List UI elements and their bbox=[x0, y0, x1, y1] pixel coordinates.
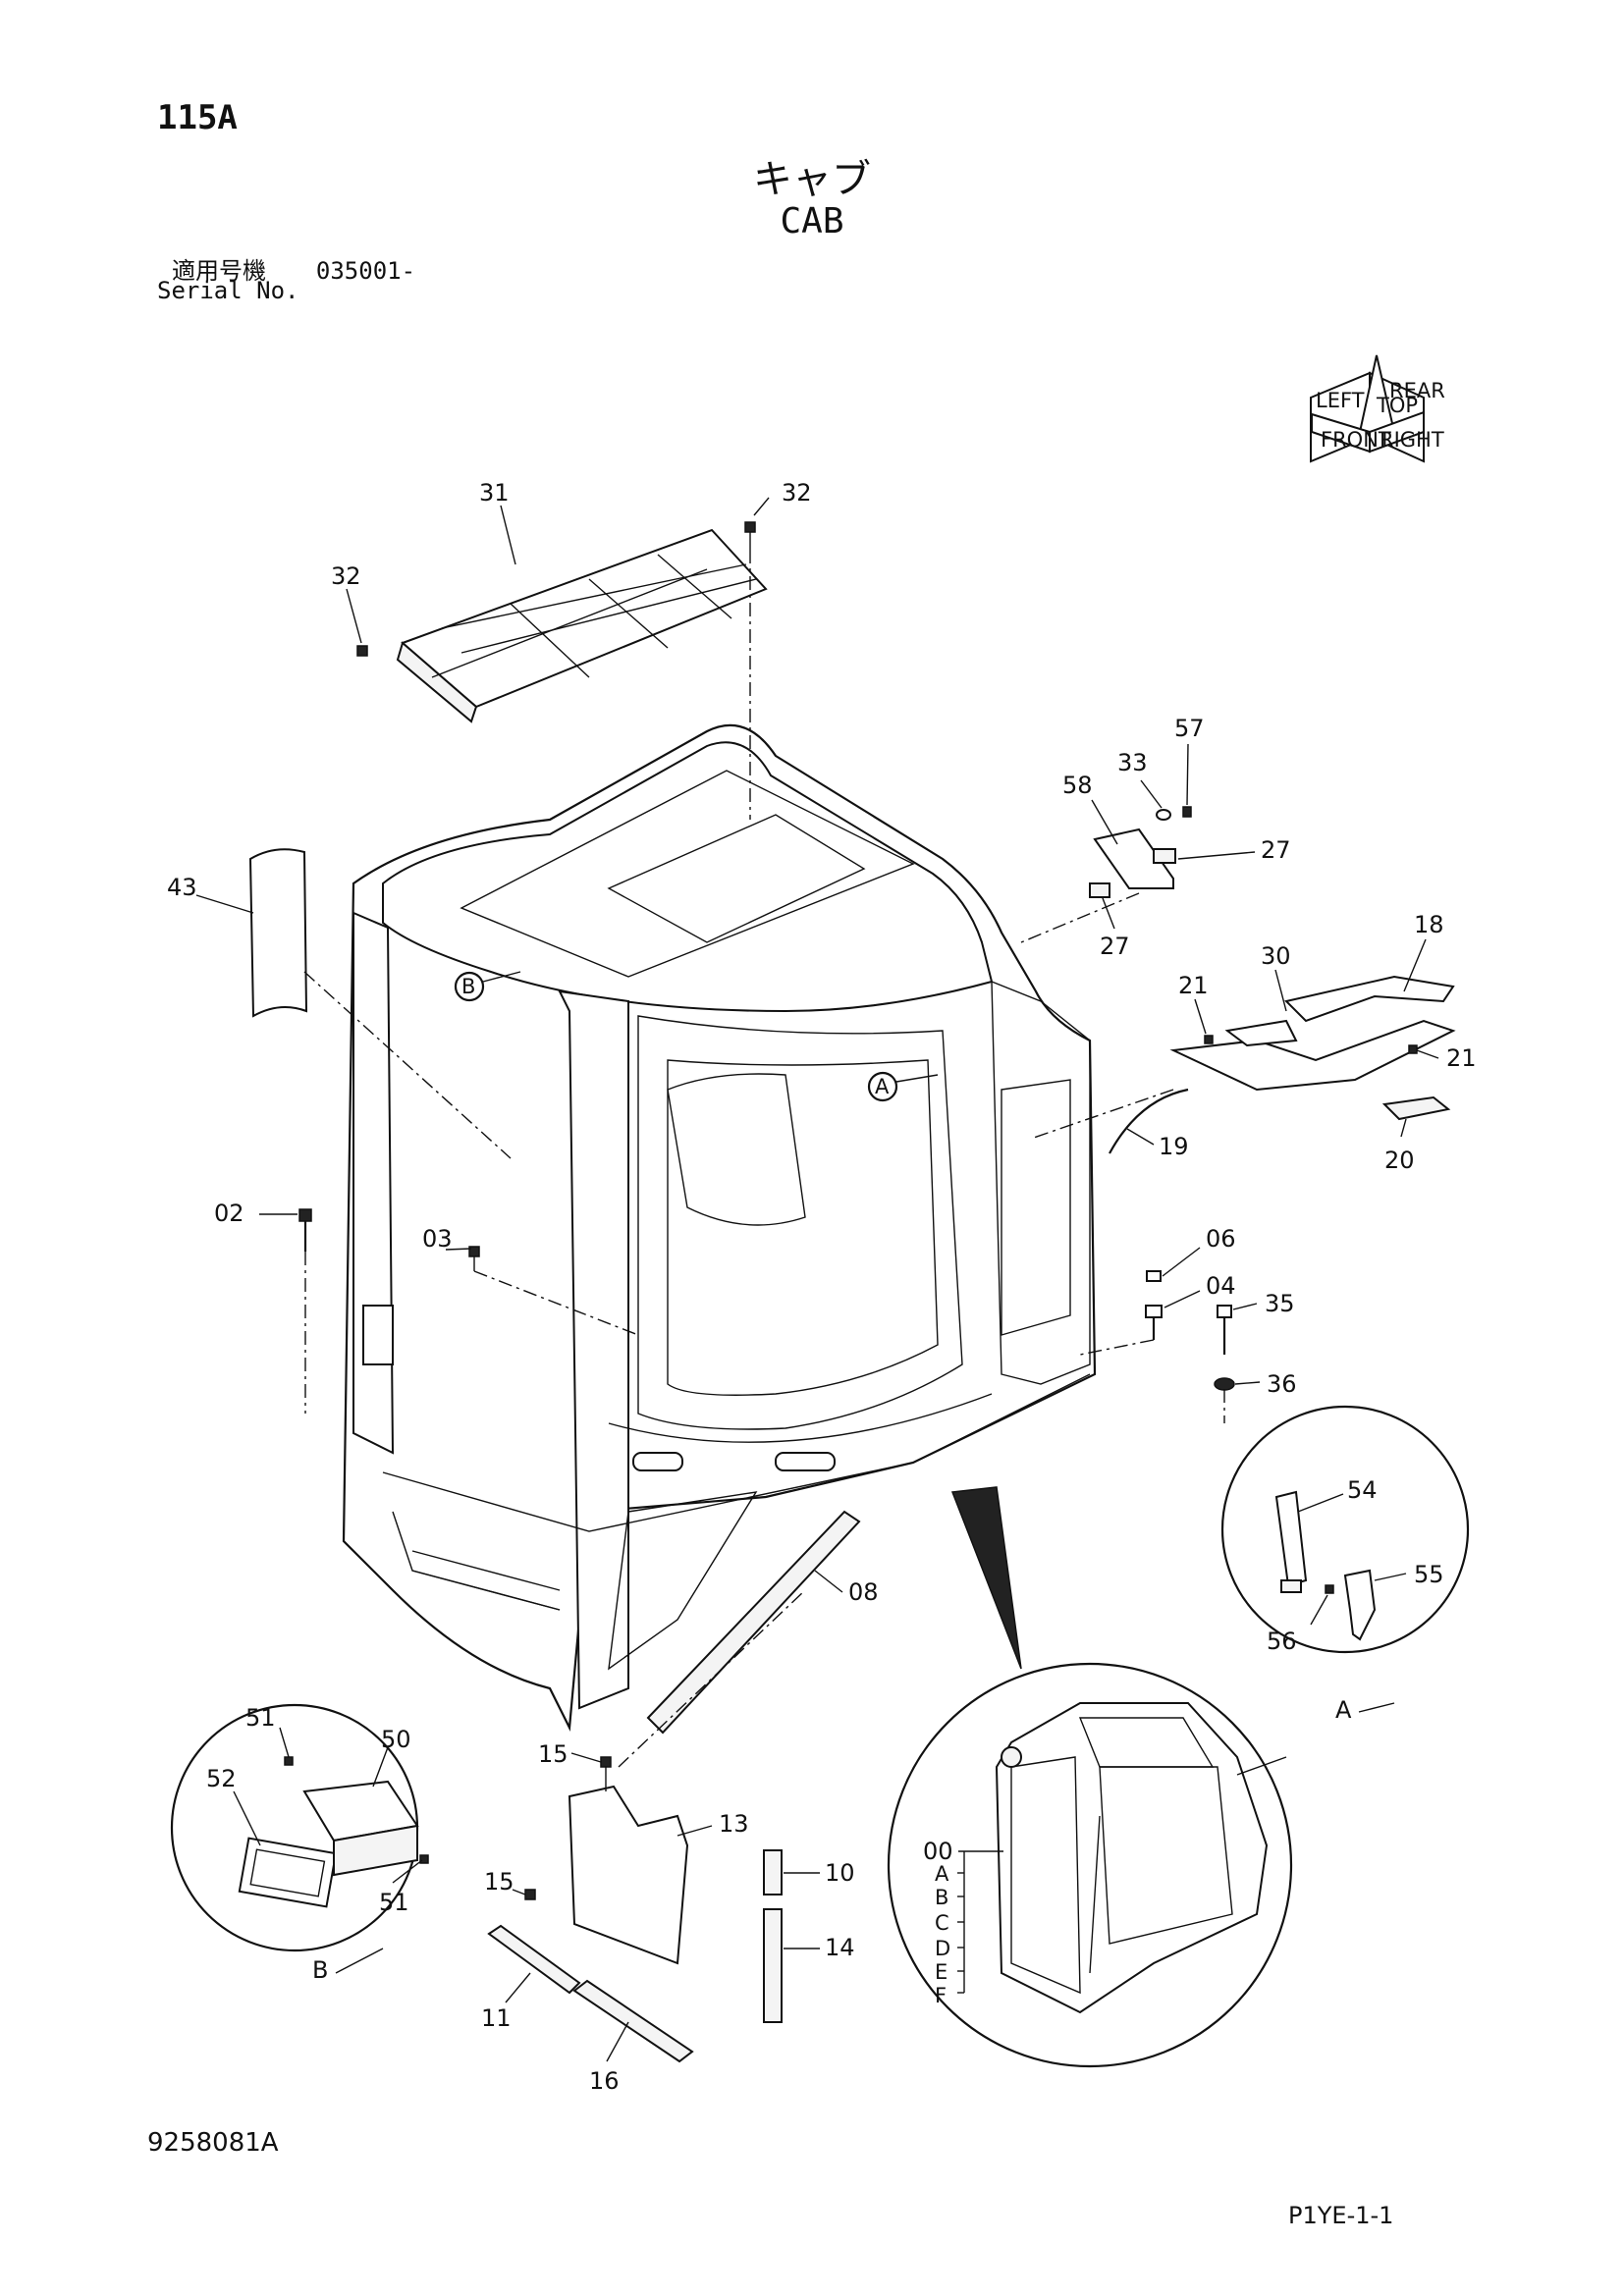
callout-13: 13 bbox=[719, 1810, 749, 1838]
callout-21-right: 21 bbox=[1446, 1044, 1477, 1072]
assembly-leader-lines bbox=[303, 550, 1225, 1768]
ref-marker-a-label: A bbox=[875, 1075, 890, 1098]
ref-marker-b-label: B bbox=[461, 975, 475, 998]
orientation-label-top: TOP bbox=[1376, 394, 1418, 417]
door-panel-13 bbox=[524, 1756, 689, 1965]
detail-view-b bbox=[170, 1703, 429, 1952]
orientation-label-left: LEFT bbox=[1316, 389, 1365, 412]
callout-32-left: 32 bbox=[331, 562, 361, 590]
callout-04: 04 bbox=[1206, 1272, 1236, 1300]
callout-55: 55 bbox=[1414, 1561, 1444, 1588]
callout-31: 31 bbox=[479, 479, 510, 507]
callout-00: 00 bbox=[923, 1838, 953, 1865]
page-title: CAB bbox=[780, 201, 844, 241]
callout-32-roof: 32 bbox=[782, 479, 812, 507]
detail-view-cab-assembly bbox=[887, 1662, 1293, 2068]
page-title-japanese: キャブ bbox=[753, 157, 871, 202]
callout-43: 43 bbox=[167, 874, 197, 901]
callout-20: 20 bbox=[1384, 1147, 1415, 1174]
callout-21-left: 21 bbox=[1178, 972, 1209, 999]
variant-letter-f: F bbox=[935, 1984, 947, 2007]
callout-52: 52 bbox=[206, 1765, 237, 1792]
variant-bracket bbox=[957, 1850, 1003, 1994]
bracket-assembly-58 bbox=[1089, 806, 1192, 898]
filler-strip-10 bbox=[763, 1849, 783, 1896]
callout-14: 14 bbox=[825, 1934, 855, 1961]
callout-36: 36 bbox=[1267, 1370, 1297, 1398]
page-code: 115A bbox=[157, 98, 238, 137]
callout-33: 33 bbox=[1117, 749, 1148, 776]
variant-letter-d: D bbox=[935, 1937, 950, 1960]
callout-57: 57 bbox=[1174, 715, 1205, 742]
callout-labels: 31 32 32 43 58 33 57 27 27 18 30 21 21 1… bbox=[167, 479, 1477, 2095]
orientation-label-right: RIGHT bbox=[1380, 428, 1444, 452]
filler-strip-14 bbox=[763, 1908, 783, 2023]
detail-a-label: A bbox=[1335, 1696, 1352, 1724]
seal-strip-43 bbox=[248, 848, 308, 1018]
callout-11: 11 bbox=[481, 2004, 512, 2032]
serial-number-value: 035001- bbox=[315, 257, 416, 285]
callout-16: 16 bbox=[589, 2067, 620, 2095]
callout-27-lower: 27 bbox=[1100, 933, 1130, 960]
orientation-indicator: FRONT TOP RIGHT LEFT REAR bbox=[1310, 354, 1445, 463]
detail-view-a bbox=[1220, 1405, 1470, 1654]
variant-letter-c: C bbox=[935, 1911, 949, 1935]
sheet-number: P1YE-1-1 bbox=[1288, 2202, 1394, 2229]
callout-06: 06 bbox=[1206, 1225, 1236, 1253]
seal-strip-16 bbox=[572, 1979, 694, 2063]
serial-line-japanese: 適用号機 035001- bbox=[172, 251, 415, 286]
callout-18: 18 bbox=[1414, 911, 1444, 938]
callout-15-top: 15 bbox=[538, 1740, 568, 1768]
serial-label: Serial No. bbox=[157, 277, 299, 304]
callout-50: 50 bbox=[381, 1726, 411, 1753]
orientation-label-front: FRONT bbox=[1321, 428, 1391, 452]
callout-19: 19 bbox=[1159, 1133, 1189, 1160]
ref-marker-a bbox=[867, 1071, 898, 1102]
callout-51-top: 51 bbox=[245, 1704, 276, 1732]
view-pointer bbox=[950, 1486, 1022, 1670]
fasteners bbox=[298, 521, 1235, 1391]
roof-guard bbox=[396, 528, 768, 723]
callout-30: 30 bbox=[1261, 942, 1291, 970]
serial-label-japanese: 適用号機 bbox=[172, 257, 266, 285]
detail-b-label: B bbox=[312, 1956, 328, 1984]
callout-51-bottom: 51 bbox=[379, 1889, 409, 1916]
callout-54: 54 bbox=[1347, 1476, 1378, 1504]
variant-letter-e: E bbox=[935, 1960, 947, 1984]
callout-leaders bbox=[195, 497, 1439, 2062]
ref-marker-b bbox=[454, 971, 485, 1002]
callout-08: 08 bbox=[848, 1578, 879, 1606]
callout-58: 58 bbox=[1062, 772, 1093, 799]
variant-letter-b: B bbox=[935, 1886, 948, 1909]
variant-letter-a: A bbox=[935, 1862, 949, 1886]
callout-27-right: 27 bbox=[1261, 836, 1291, 864]
callout-03: 03 bbox=[422, 1225, 453, 1253]
orientation-label-rear: REAR bbox=[1389, 379, 1445, 402]
callout-15-bottom: 15 bbox=[484, 1868, 514, 1896]
handrail-assembly bbox=[1109, 975, 1456, 1154]
drawing-number: 9258081A bbox=[147, 2128, 279, 2158]
callout-10: 10 bbox=[825, 1859, 855, 1887]
weather-strip-08 bbox=[646, 1510, 861, 1735]
cab-frame bbox=[342, 723, 1097, 1732]
callout-02: 02 bbox=[214, 1200, 244, 1227]
callout-35: 35 bbox=[1265, 1290, 1295, 1317]
callout-56: 56 bbox=[1267, 1628, 1297, 1655]
seal-strip-11 bbox=[487, 1924, 581, 1995]
